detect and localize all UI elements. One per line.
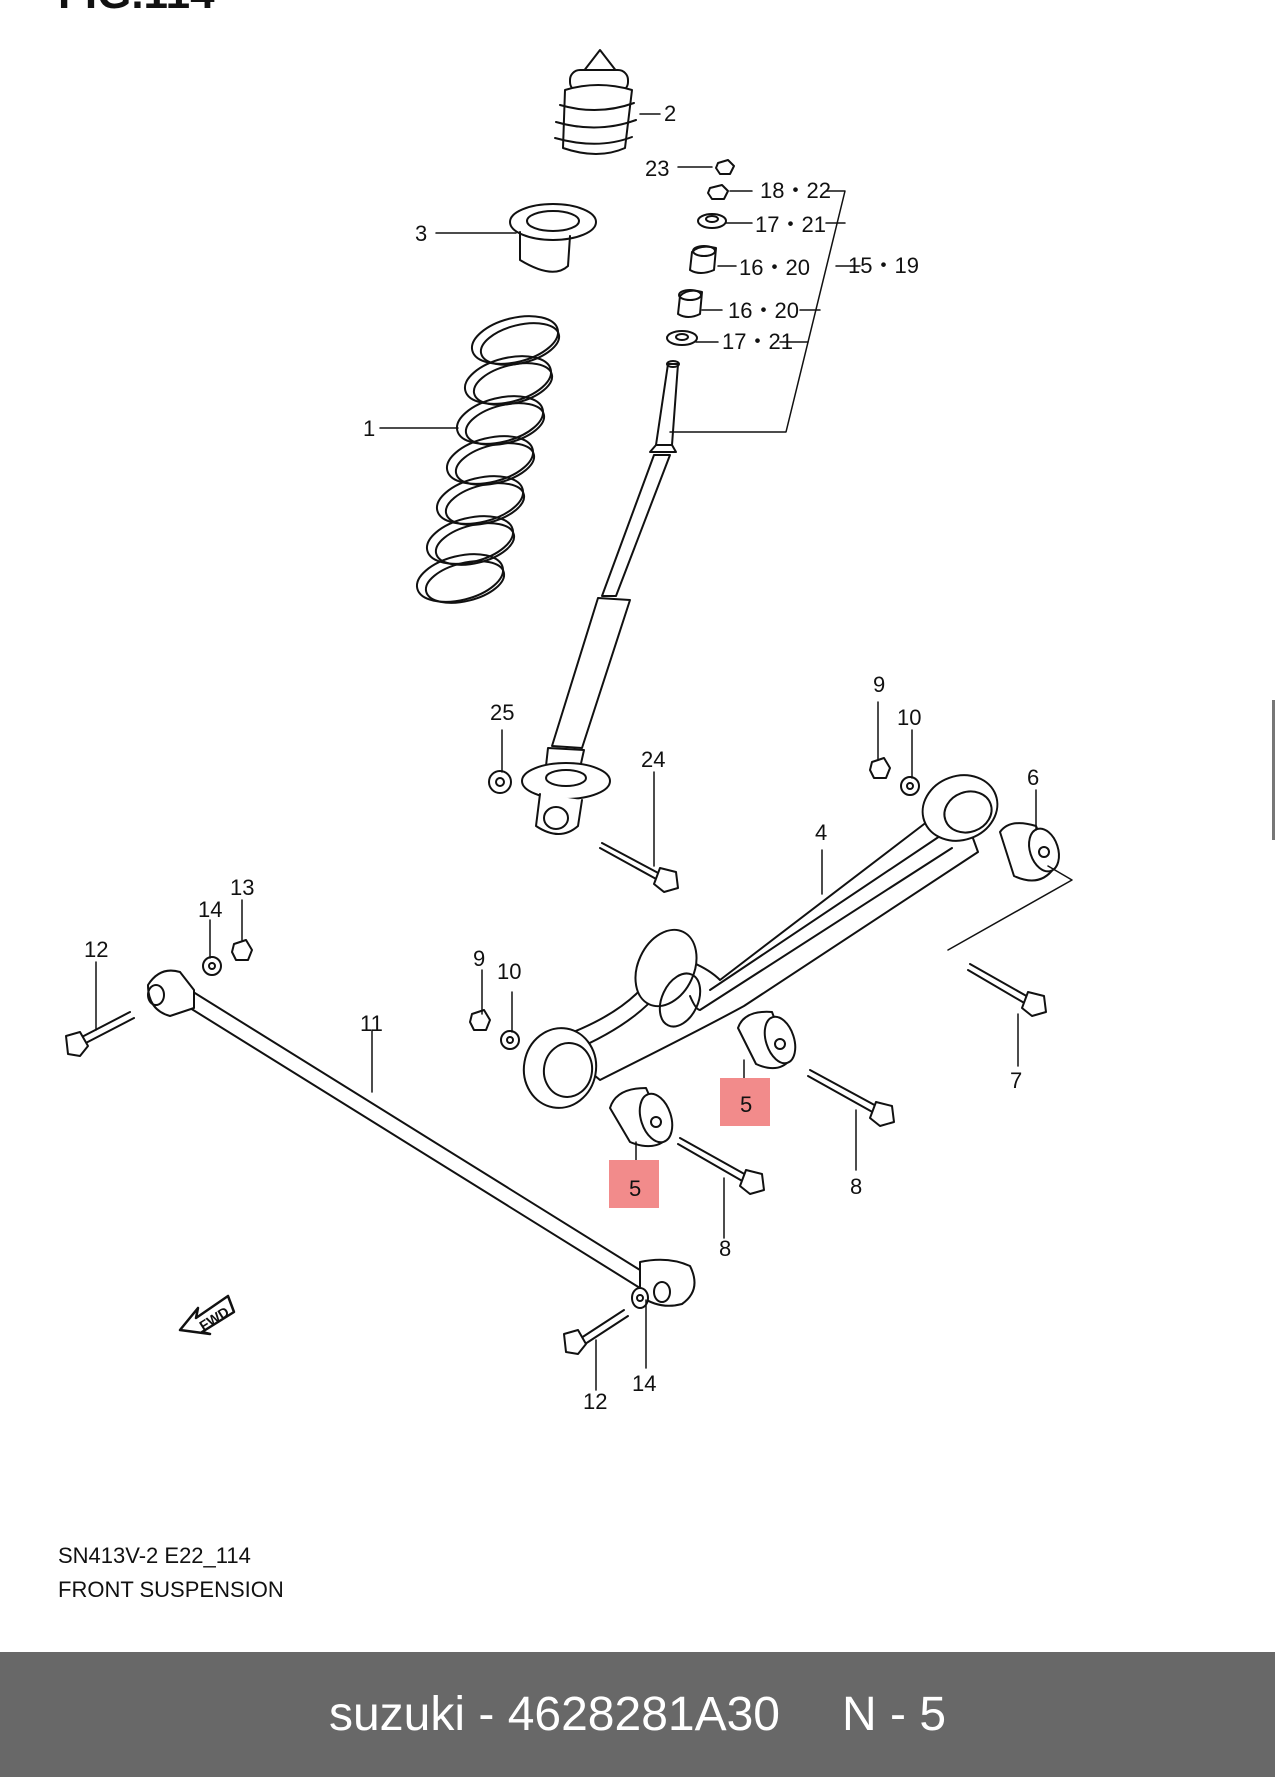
callout-17-21-upper: 17・21 xyxy=(755,212,826,237)
callout-5-upper: 5 xyxy=(740,1092,752,1117)
control-arm-part-4 xyxy=(522,774,999,1109)
callout-8-lower: 8 xyxy=(719,1236,731,1261)
scroll-indicator xyxy=(1272,700,1275,840)
lateral-rod-part-11 xyxy=(147,969,696,1307)
callout-25: 25 xyxy=(490,700,514,725)
bump-stop-part-2 xyxy=(554,49,637,155)
nut-part-25 xyxy=(488,770,512,794)
callout-2: 2 xyxy=(664,101,676,126)
highlight-box-part-5-upper xyxy=(720,1078,770,1126)
diagram-name: FRONT SUSPENSION xyxy=(58,1577,284,1602)
bushing-part-5-lower xyxy=(609,1087,674,1148)
washer-part-10-upper xyxy=(900,776,920,796)
callout-13: 13 xyxy=(230,875,254,900)
callout-11: 11 xyxy=(360,1011,383,1036)
washer-part-10-lower xyxy=(500,1030,520,1050)
nut-part-9-lower xyxy=(469,1009,491,1031)
brand-name: suzuki xyxy=(328,1688,466,1741)
callout-4: 4 xyxy=(815,820,827,845)
nut-part-13 xyxy=(231,939,253,961)
bolt-part-12-right xyxy=(563,1309,629,1355)
forward-arrow-icon: FWD xyxy=(178,1294,236,1336)
diagram-code: SN413V-2 E22_114 xyxy=(58,1543,251,1568)
bolt-part-8-lower xyxy=(677,1137,765,1195)
bolt-part-8-upper xyxy=(807,1069,895,1127)
parts-diagram: FIG.114 xyxy=(58,0,1073,1414)
highlight-box-part-5-lower xyxy=(609,1160,659,1208)
coil-spring-part-1 xyxy=(415,315,561,604)
separator: - xyxy=(478,1688,495,1741)
part-number: 4628281A30 xyxy=(507,1688,780,1741)
leader-lines xyxy=(95,113,1073,1391)
callout-10-upper: 10 xyxy=(897,705,921,730)
bolt-part-24 xyxy=(599,842,679,893)
callout-5-lower: 5 xyxy=(629,1176,641,1201)
bolt-part-7 xyxy=(967,963,1047,1017)
callout-23: 23 xyxy=(645,156,669,181)
part-detail: N - 5 xyxy=(842,1688,947,1741)
callout-12-left: 12 xyxy=(84,937,108,962)
callout-8-upper: 8 xyxy=(850,1174,862,1199)
callout-16-20-lower: 16・20 xyxy=(728,298,799,323)
callout-7: 7 xyxy=(1010,1068,1022,1093)
bushing-part-5-upper xyxy=(737,1010,797,1070)
spring-seat-part-3 xyxy=(509,203,597,273)
strut-hardware-kit xyxy=(666,159,735,346)
callout-1: 1 xyxy=(363,416,375,441)
callout-9-lower: 9 xyxy=(473,946,485,971)
bushing-part-6 xyxy=(999,822,1060,882)
callout-6: 6 xyxy=(1027,765,1039,790)
callout-10-lower: 10 xyxy=(497,959,521,984)
washer-part-14-left xyxy=(202,956,222,976)
shock-absorber xyxy=(521,360,680,835)
callout-17-21-lower: 17・21 xyxy=(722,329,793,354)
bolt-part-12-left xyxy=(65,1011,135,1057)
figure-label: FIG.114 xyxy=(58,0,215,18)
callout-24: 24 xyxy=(641,747,665,772)
footer-bar: suzuki - 4628281A30 N - 5 xyxy=(0,1652,1275,1777)
callout-3: 3 xyxy=(415,221,427,246)
nut-part-9-upper xyxy=(869,757,891,779)
callout-16-20-upper: 16・20 xyxy=(739,255,810,280)
callout-14-left: 14 xyxy=(198,897,222,922)
callout-12-right: 12 xyxy=(583,1389,607,1414)
callout-15-19: 15・19 xyxy=(848,253,919,278)
callout-18-22: 18・22 xyxy=(760,178,831,203)
callout-9-upper: 9 xyxy=(873,672,885,697)
callout-14-right: 14 xyxy=(632,1371,656,1396)
washer-part-14-right xyxy=(631,1287,649,1309)
